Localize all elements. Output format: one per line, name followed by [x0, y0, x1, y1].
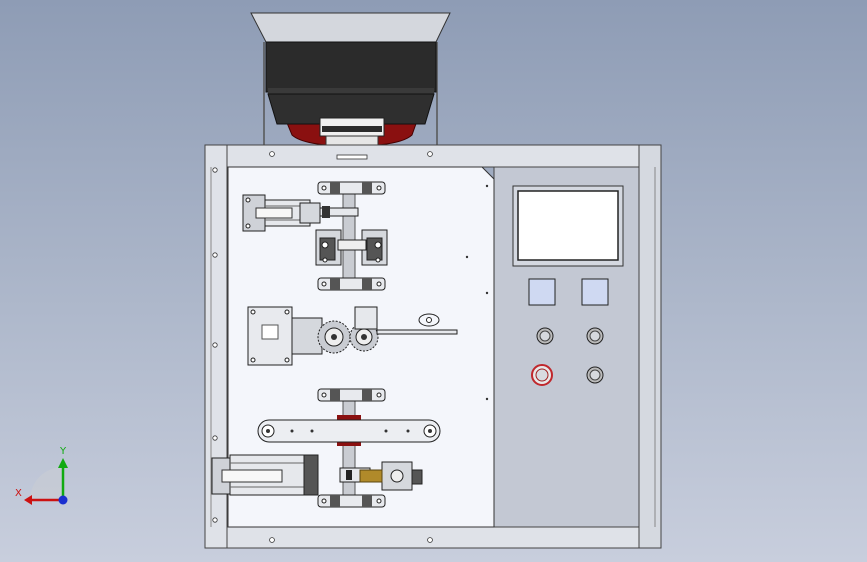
frame-bottom-bar	[204, 526, 662, 549]
lower-bearing-block-top	[317, 277, 386, 291]
lower-actuator	[359, 461, 423, 491]
selector-switch-2[interactable]	[586, 327, 604, 345]
control-panel	[493, 166, 640, 528]
sealing-crossbar	[257, 419, 441, 443]
selector-switch-1[interactable]	[536, 327, 554, 345]
indicator-lamp[interactable]	[586, 366, 604, 384]
upper-bearing-block	[317, 181, 386, 195]
drive-motor	[247, 306, 323, 366]
hopper-funnel-rim	[250, 12, 451, 43]
mode-button[interactable]	[581, 278, 609, 306]
coordinate-triad: Y X	[15, 446, 68, 505]
frame-right-post	[638, 144, 662, 549]
x-axis-label: X	[15, 488, 22, 499]
hmi-screen[interactable]	[517, 190, 619, 261]
upper-air-cylinder	[242, 194, 359, 232]
emergency-stop-button[interactable]	[531, 364, 553, 386]
lower-bearing-block-bottom	[317, 494, 386, 508]
start-button[interactable]	[528, 278, 556, 306]
lower-bearing-block-mid	[317, 388, 386, 402]
y-axis-label: Y	[59, 446, 67, 457]
hopper-body	[265, 41, 437, 93]
hopper-assembly	[250, 12, 451, 147]
gear-train	[317, 306, 458, 354]
upper-gripper	[315, 229, 388, 266]
z-axis-dot	[58, 495, 68, 505]
